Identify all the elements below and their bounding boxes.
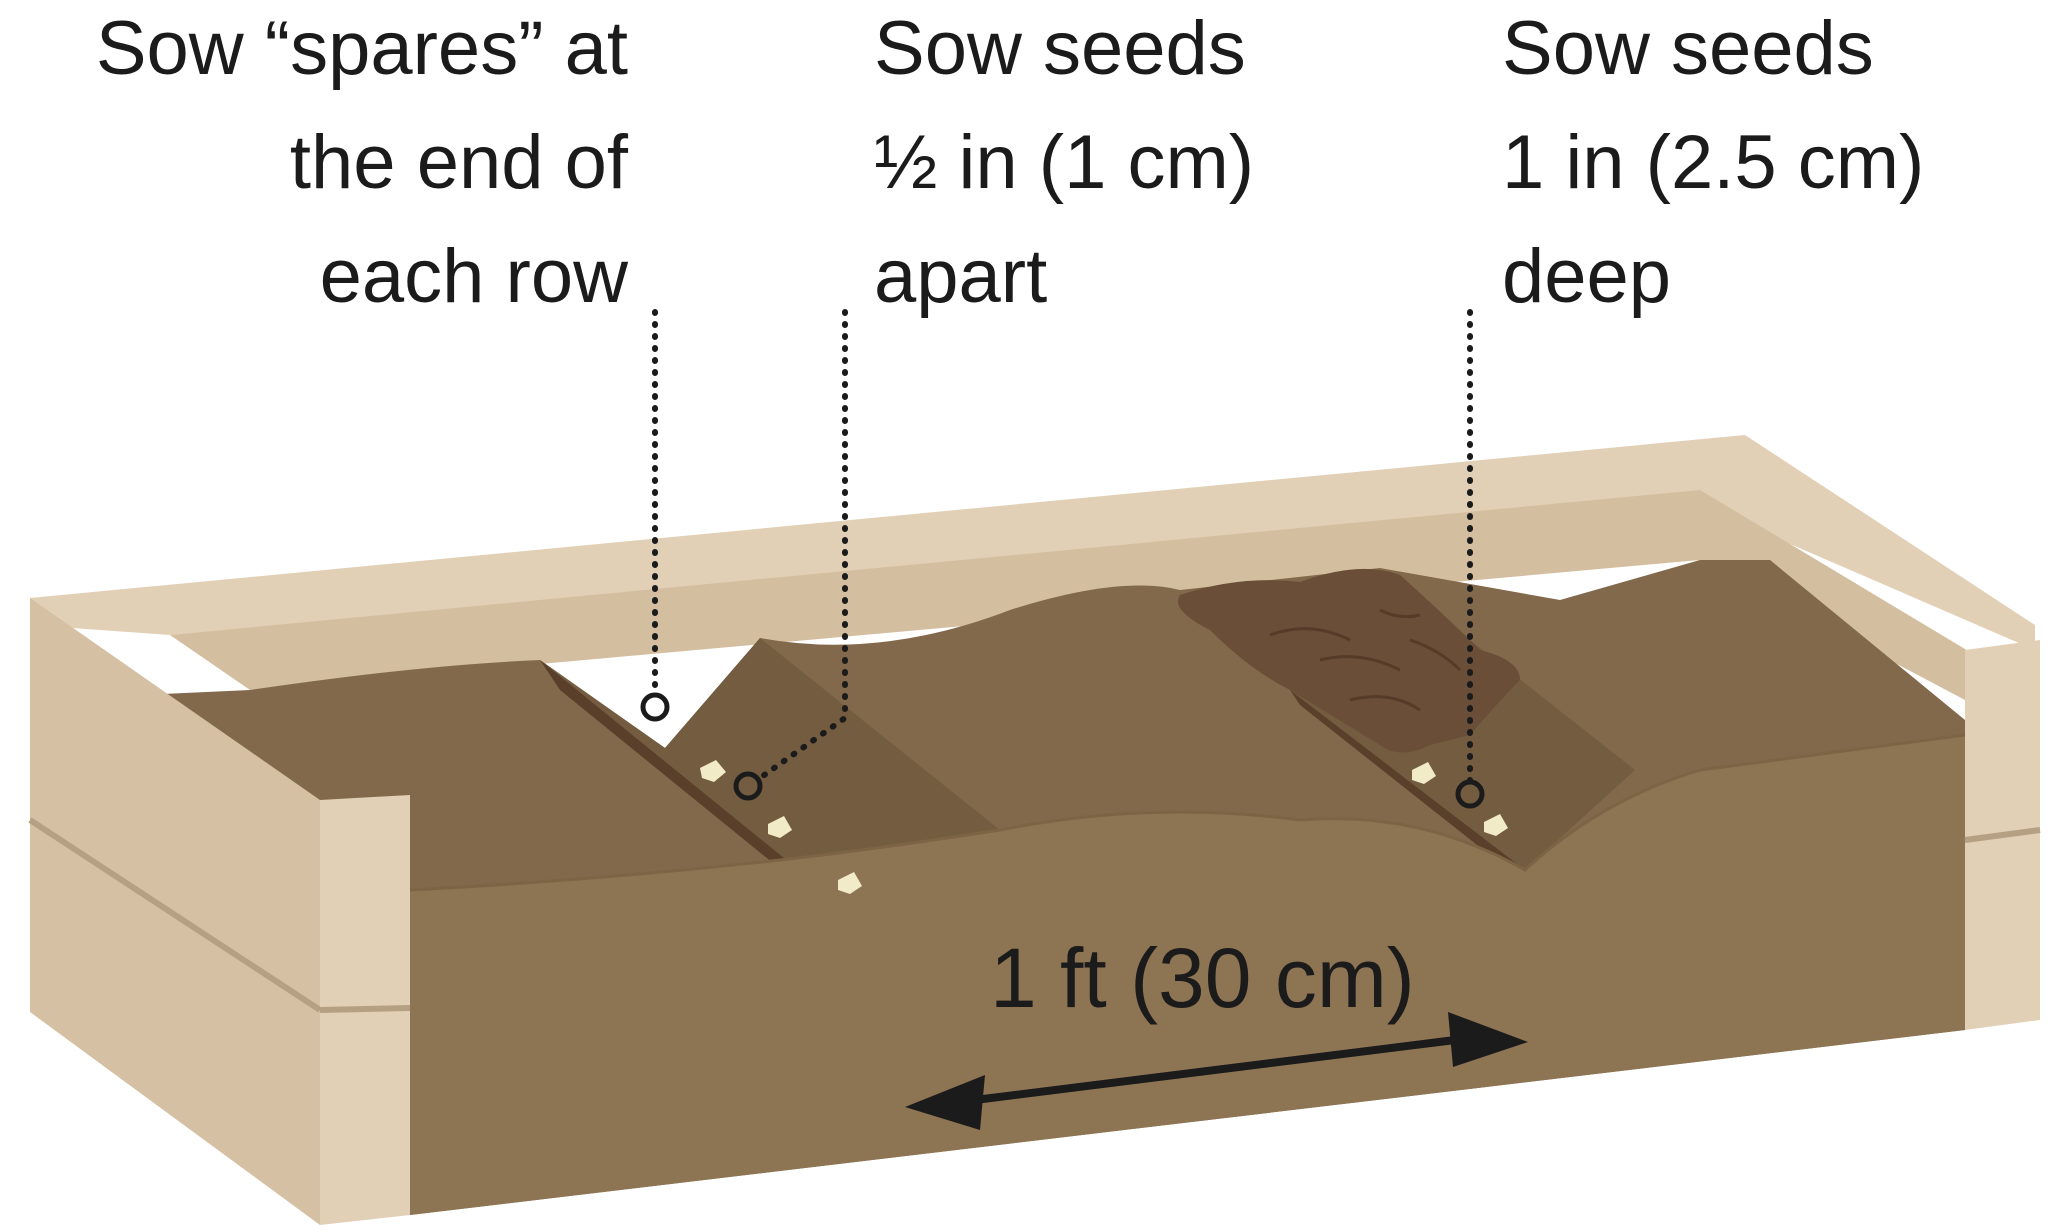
callout-spacing-text: Sow seeds ½ in (1 cm) apart bbox=[874, 0, 1254, 334]
frame-front-seam bbox=[320, 1008, 410, 1010]
callout-spares-text: Sow “spares” at the end of each row bbox=[96, 0, 628, 334]
row-spacing-label: 1 ft (30 cm) bbox=[990, 930, 1415, 1027]
callout-depth-text: Sow seeds 1 in (2.5 cm) deep bbox=[1502, 0, 1924, 334]
pointer-ring-icon bbox=[643, 695, 667, 719]
